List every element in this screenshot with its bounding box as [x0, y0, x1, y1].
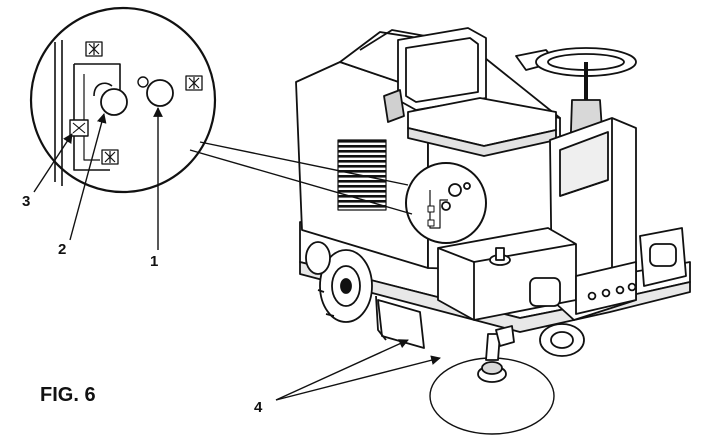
leader-line-4a [275, 339, 409, 401]
emergency-stop-button[interactable] [137, 76, 174, 107]
callout-label-1: 1 [150, 253, 158, 270]
sweeper-machine [295, 27, 691, 435]
leader-lines [33, 107, 441, 401]
leader-line-4b [275, 355, 441, 401]
callout-label-3: 3 [22, 193, 30, 210]
main-brush-housing [377, 299, 425, 349]
leader-line-3 [33, 133, 73, 193]
detail-connector-lower [189, 149, 413, 215]
control-panel-detail [29, 6, 217, 194]
callout-label-4: 4 [254, 399, 263, 416]
callout-label-2: 2 [58, 241, 66, 258]
key-switch[interactable] [93, 82, 128, 116]
warning-symbol-icon [85, 41, 103, 57]
warning-symbol-icon-lower [101, 149, 119, 165]
figure-label: FIG. 6 [40, 384, 96, 406]
hour-counter-indicator [69, 119, 89, 137]
leader-line-2 [69, 113, 107, 241]
detail-connector-upper [199, 141, 409, 186]
warning-symbol-icon-right [185, 75, 203, 91]
